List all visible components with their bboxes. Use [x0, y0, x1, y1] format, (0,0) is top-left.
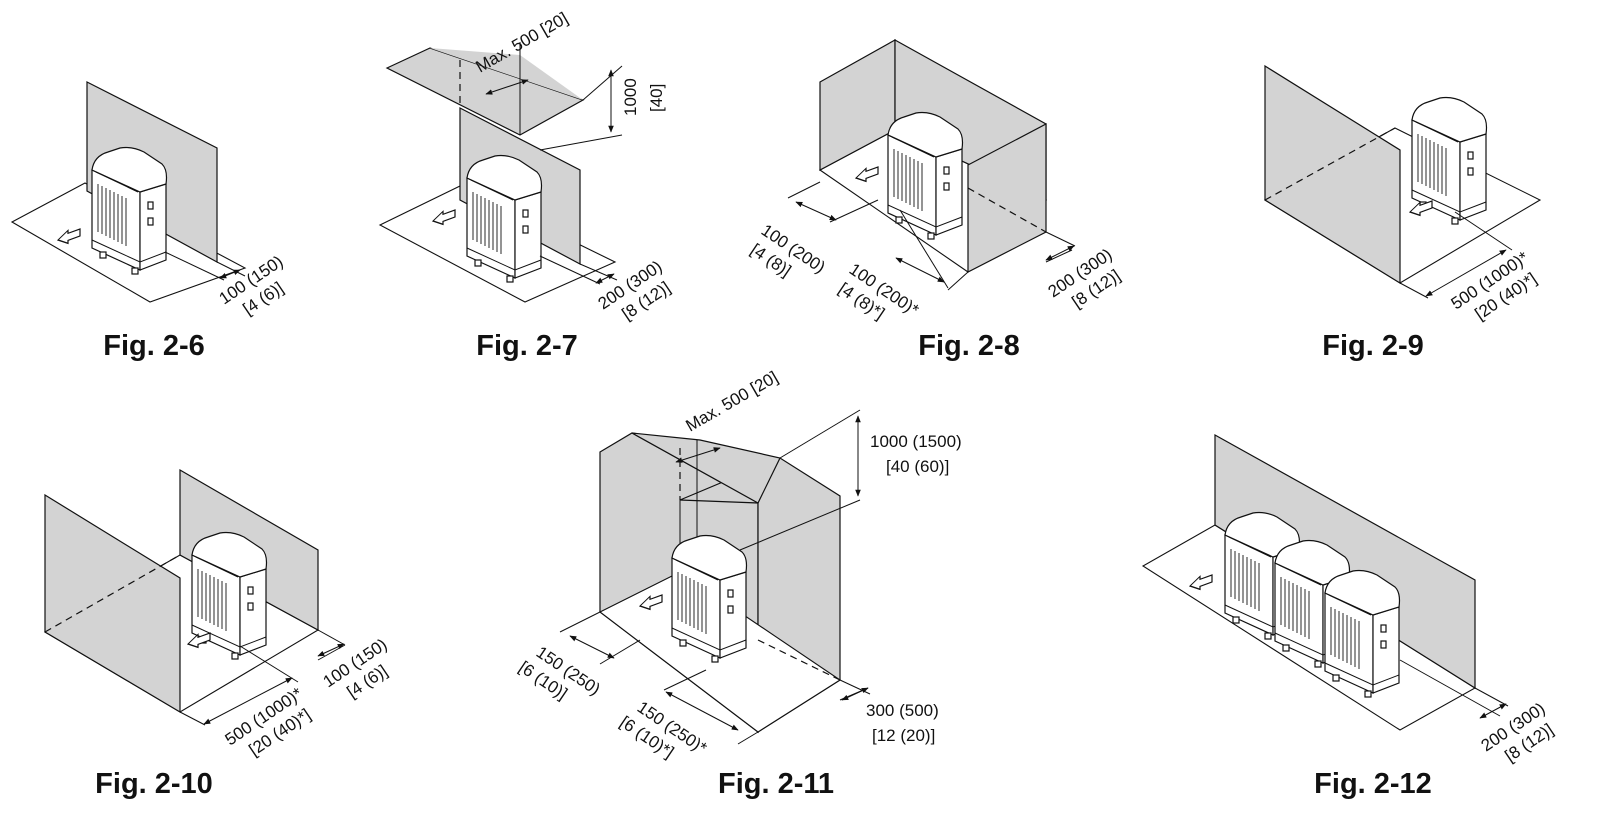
outdoor-unit [1324, 569, 1401, 698]
figure-2-12: 200 (300) [8 (12)] [1141, 433, 1557, 766]
right-clearance-label-in: [12 (20)] [872, 726, 935, 745]
max-overhang-label: Max. 500 [20] [683, 368, 782, 436]
figure-2-9: 500 (1000)* [20 (40)*] [1263, 64, 1542, 324]
height-label: 1000 [621, 78, 640, 116]
figure-2-10: 500 (1000)* [20 (40)*] 100 (150) [4 (6)] [43, 468, 391, 760]
side-wall-2-9 [1264, 64, 1401, 285]
figure-caption: Fig. 2-10 [95, 768, 213, 800]
figure-2-7: Max. 500 [20] 1000 [40] 200 (300) [8 (12… [378, 9, 674, 324]
right-clearance-label: 300 (500) [866, 701, 939, 720]
figure-caption: Fig. 2-9 [1322, 330, 1424, 362]
figure-2-8: 100 (200) [4 (8)] 100 (200)* [4 (8)*] 20… [747, 38, 1124, 323]
height-label-in: [40] [647, 84, 666, 112]
left-wall-2-10 [44, 493, 181, 714]
outdoor-unit [671, 534, 748, 663]
figure-caption: Fig. 2-6 [103, 330, 205, 362]
figure-2-6: 100 (150) [4 (6)] [10, 81, 287, 319]
height-label: 1000 (1500) [870, 432, 962, 451]
figure-caption: Fig. 2-7 [476, 330, 578, 362]
outdoor-unit [91, 146, 168, 275]
figure-caption: Fig. 2-11 [717, 768, 835, 800]
figure-caption: Fig. 2-12 [1314, 768, 1432, 800]
figure-2-11: Max. 500 [20] 1000 (1500) [40 (60)] 150 … [515, 368, 962, 763]
height-label-in: [40 (60)] [886, 457, 949, 476]
figure-caption: Fig. 2-8 [918, 330, 1020, 362]
outdoor-unit [887, 111, 964, 240]
outdoor-unit [466, 154, 543, 283]
